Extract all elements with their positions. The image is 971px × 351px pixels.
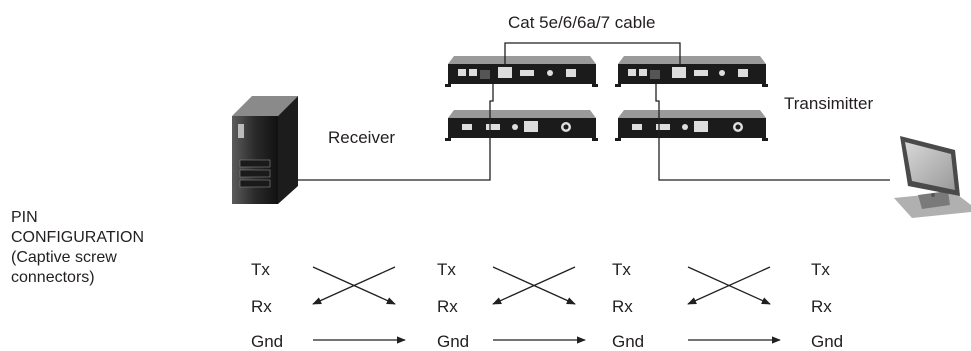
pin-config-arrows: [312, 266, 781, 344]
gnd-label-3: Gnd: [612, 332, 645, 351]
rx-label-2: Rx: [437, 297, 458, 316]
pin-config-line: (Captive screw: [11, 249, 117, 266]
receiver-label: Receiver: [328, 128, 396, 147]
rx-label-1: Rx: [251, 297, 272, 316]
gnd-label-2: Gnd: [437, 332, 470, 351]
tx-label-1: Tx: [251, 260, 270, 279]
transmitter-label: Transimitter: [784, 94, 874, 113]
transmitter-unit-front-icon: [615, 110, 768, 141]
receiver-cable-line: [298, 84, 494, 181]
cat-cable-line: [504, 42, 681, 67]
transmitter-cable-line: [655, 84, 890, 181]
pin-config-line: connectors): [11, 269, 95, 286]
receiver-unit-rear-icon: [445, 56, 598, 87]
pin-config-line: PIN: [11, 209, 38, 226]
pin-config-line: CONFIGURATION: [11, 229, 145, 246]
tx-label-2: Tx: [437, 260, 456, 279]
tx-label-3: Tx: [612, 260, 631, 279]
gnd-label-4: Gnd: [811, 332, 844, 351]
pin-config-heading: PIN CONFIGURATION (Captive screw connect…: [11, 208, 144, 288]
receiver-unit-front-icon: [445, 110, 598, 141]
rx-label-3: Rx: [612, 297, 633, 316]
gnd-label-1: Gnd: [251, 332, 284, 351]
transmitter-unit-rear-icon: [615, 56, 768, 87]
cable-label: Cat 5e/6/6a/7 cable: [508, 13, 656, 32]
touch-display-icon: [894, 136, 971, 218]
pc-tower-icon: [232, 96, 298, 204]
rx-label-4: Rx: [811, 297, 832, 316]
tx-label-4: Tx: [811, 260, 830, 279]
